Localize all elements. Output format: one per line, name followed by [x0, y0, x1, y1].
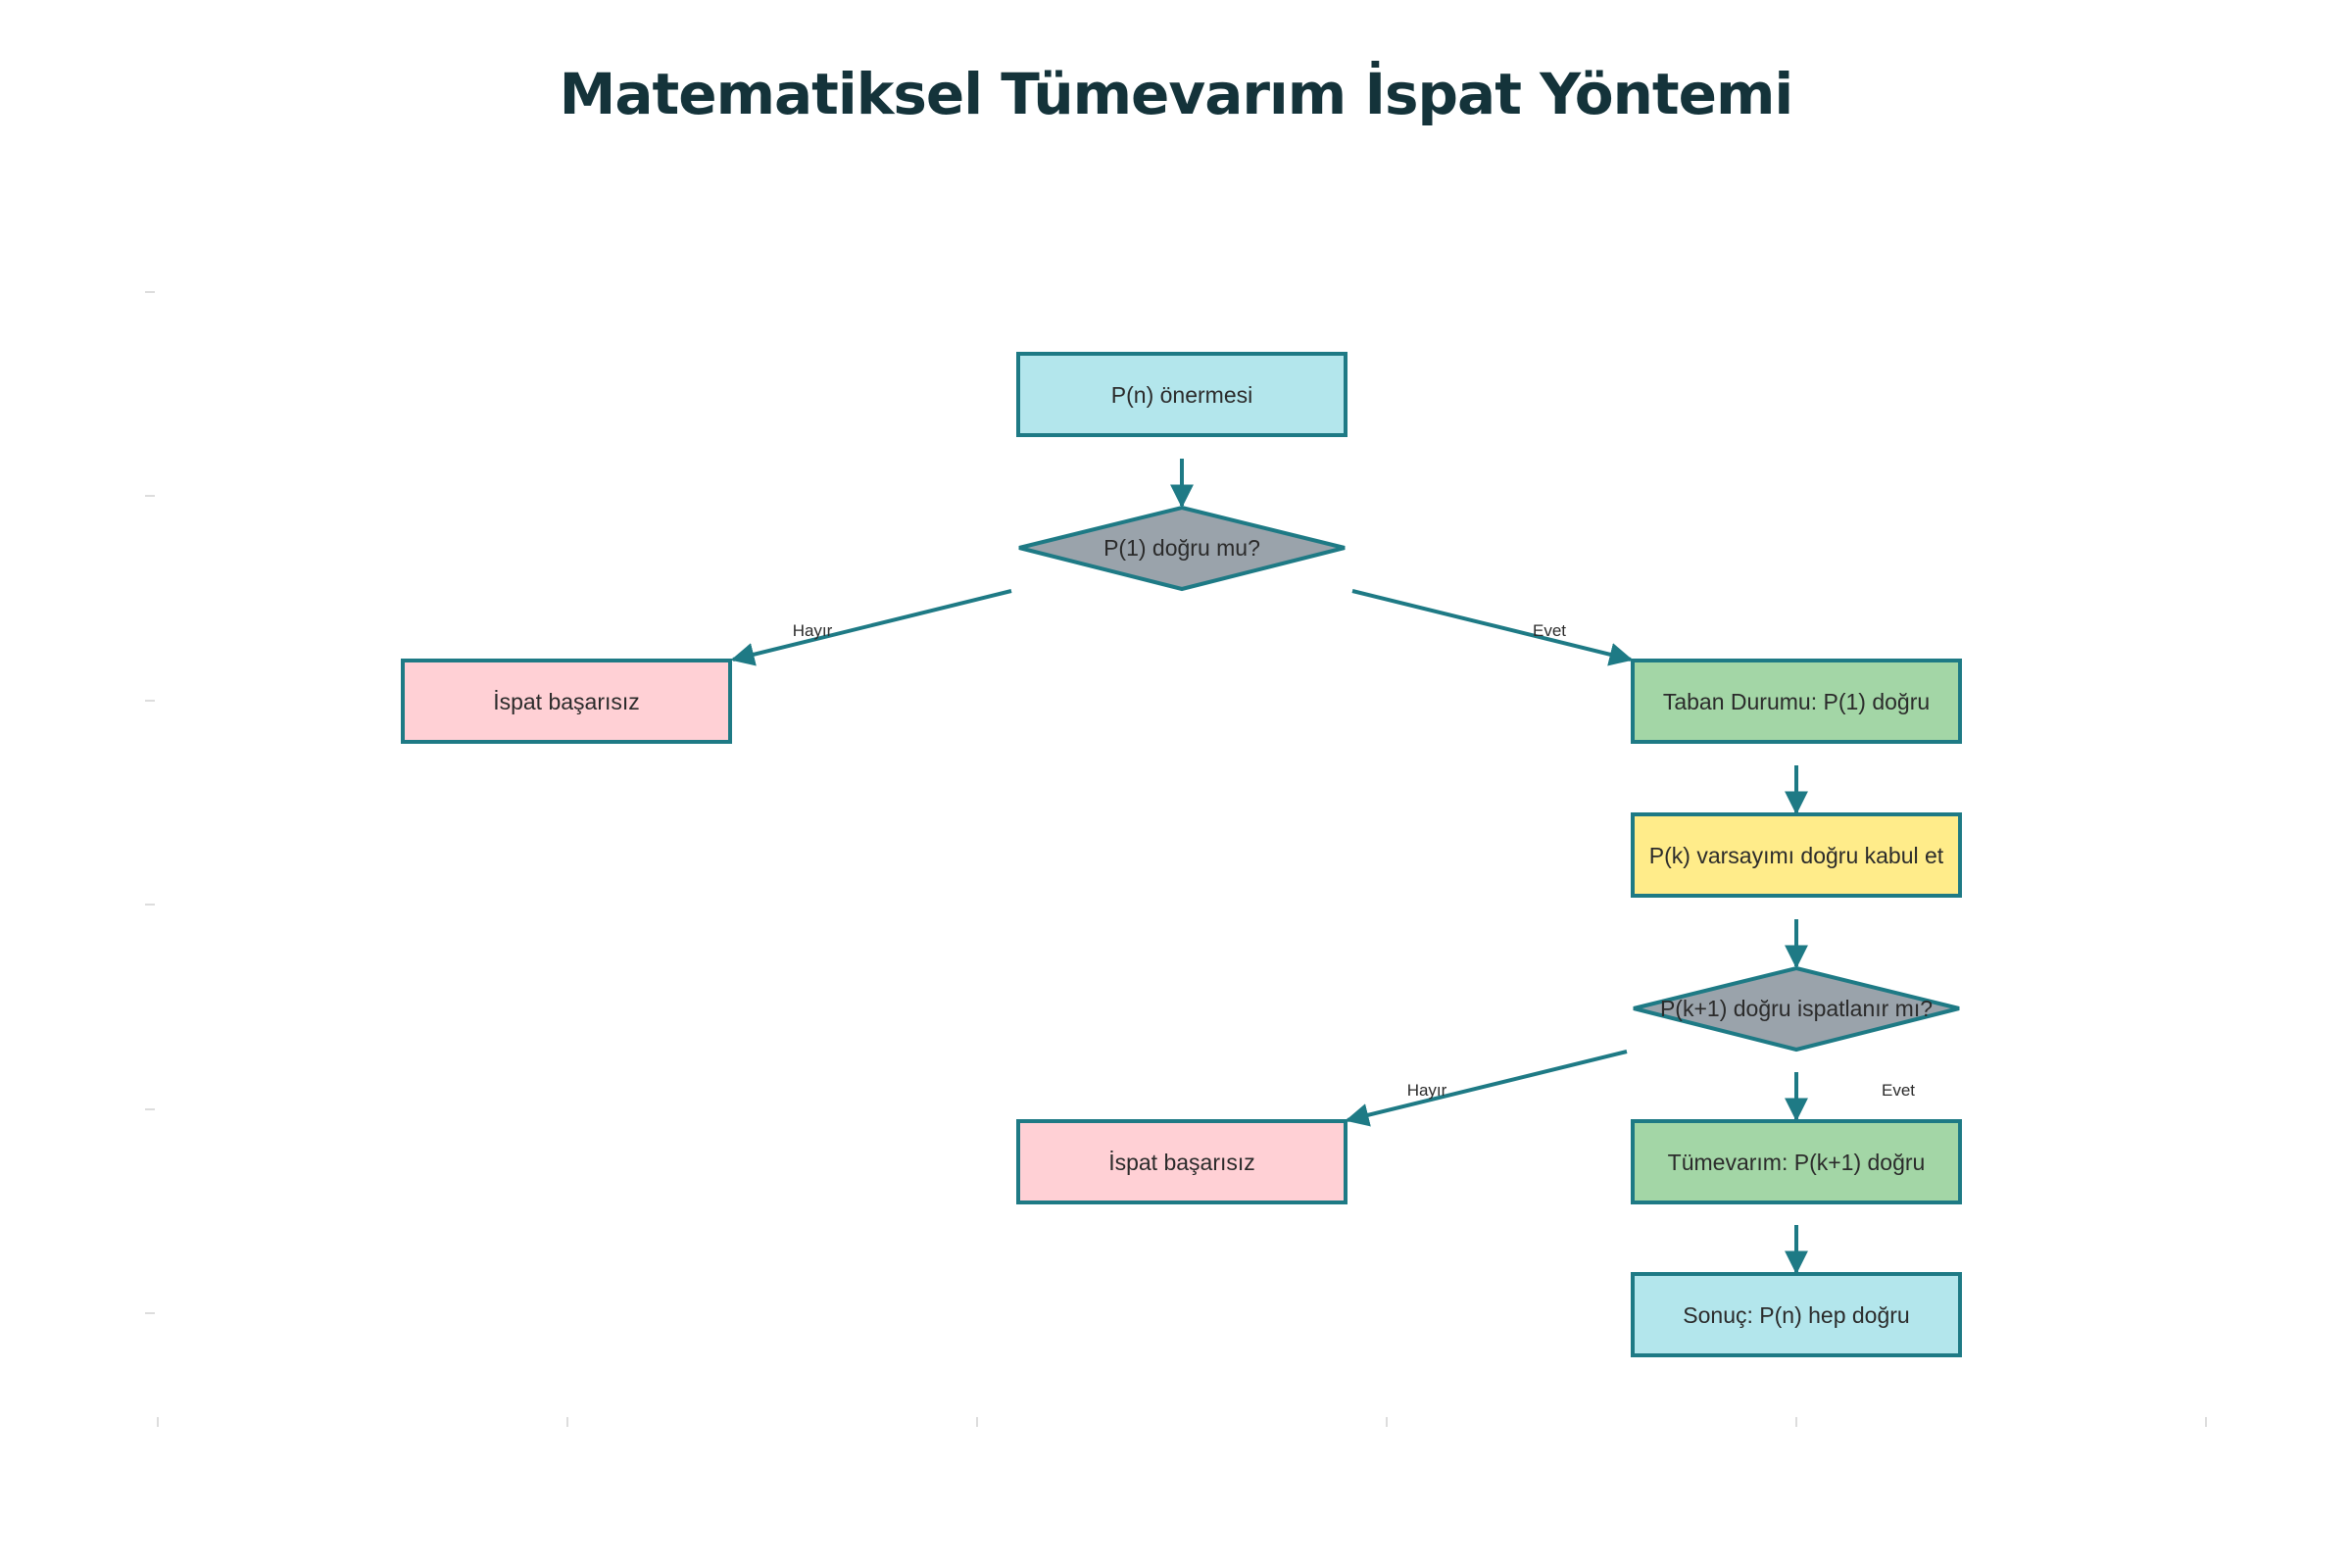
node-step-check-label: P(k+1) doğru ispatlanır mı? — [1660, 996, 1933, 1021]
node-fail-base: İspat başarısız — [401, 659, 732, 744]
node-conclusion: Sonuç: P(n) hep doğru — [1631, 1272, 1962, 1357]
node-conclusion-label: Sonuç: P(n) hep doğru — [1683, 1302, 1909, 1328]
node-start-label: P(n) önermesi — [1111, 382, 1252, 408]
edge-label-step-yes: Evet — [1882, 1081, 1915, 1100]
node-step-check: P(k+1) doğru ispatlanır mı? — [1633, 965, 1960, 1053]
node-base-check-label: P(1) doğru mu? — [1103, 535, 1260, 561]
node-base-check: P(1) doğru mu? — [1018, 505, 1346, 592]
edge-base-yes — [1351, 589, 1634, 666]
node-base-ok-label: Taban Durumu: P(1) doğru — [1663, 689, 1930, 714]
node-start: P(n) önermesi — [1016, 352, 1348, 437]
node-fail-step-label: İspat başarısız — [1108, 1150, 1255, 1175]
node-hypothesis-label: P(k) varsayımı doğru kabul et — [1649, 843, 1944, 868]
axis-ticks — [145, 291, 2207, 1427]
node-step-ok-label: Tümevarım: P(k+1) doğru — [1668, 1150, 1926, 1175]
edge-step-no — [1345, 1050, 1628, 1127]
edge-base-no — [730, 589, 1012, 666]
node-fail-base-label: İspat başarısız — [493, 689, 640, 714]
diagram-title: Matematiksel Tümevarım İspat Yöntemi — [559, 61, 1794, 127]
node-hypothesis: P(k) varsayımı doğru kabul et — [1631, 812, 1962, 898]
node-fail-step: İspat başarısız — [1016, 1119, 1348, 1204]
edge-label-step-no: Hayır — [1407, 1081, 1447, 1100]
node-step-ok: Tümevarım: P(k+1) doğru — [1631, 1119, 1962, 1204]
node-base-ok: Taban Durumu: P(1) doğru — [1631, 659, 1962, 744]
edge-label-base-yes: Evet — [1533, 621, 1566, 640]
edge-label-base-no: Hayır — [793, 621, 833, 640]
